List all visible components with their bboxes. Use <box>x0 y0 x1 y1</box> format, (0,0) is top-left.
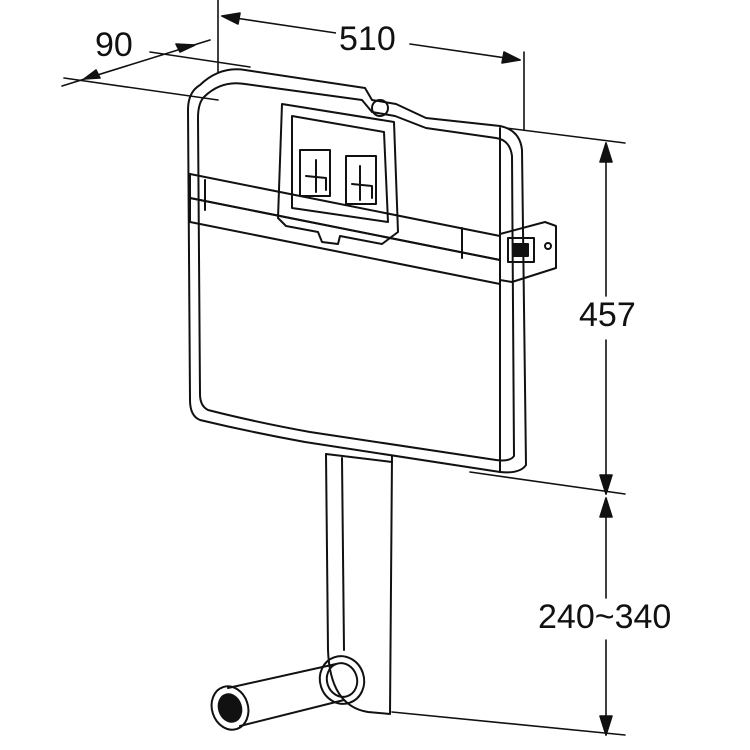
down-pipe <box>325 453 393 715</box>
height-dimension-label: 457 <box>576 298 639 332</box>
outlet-elbow <box>210 655 366 731</box>
flush-valve-frame <box>277 99 399 245</box>
cistern-body <box>187 68 527 474</box>
dimension-lines <box>61 0 626 736</box>
side-clip <box>499 221 557 283</box>
width-dimension-label: 510 <box>336 22 399 56</box>
pipe-range-dimension-label: 240~340 <box>535 600 675 634</box>
depth-dimension-label: 90 <box>92 28 136 62</box>
